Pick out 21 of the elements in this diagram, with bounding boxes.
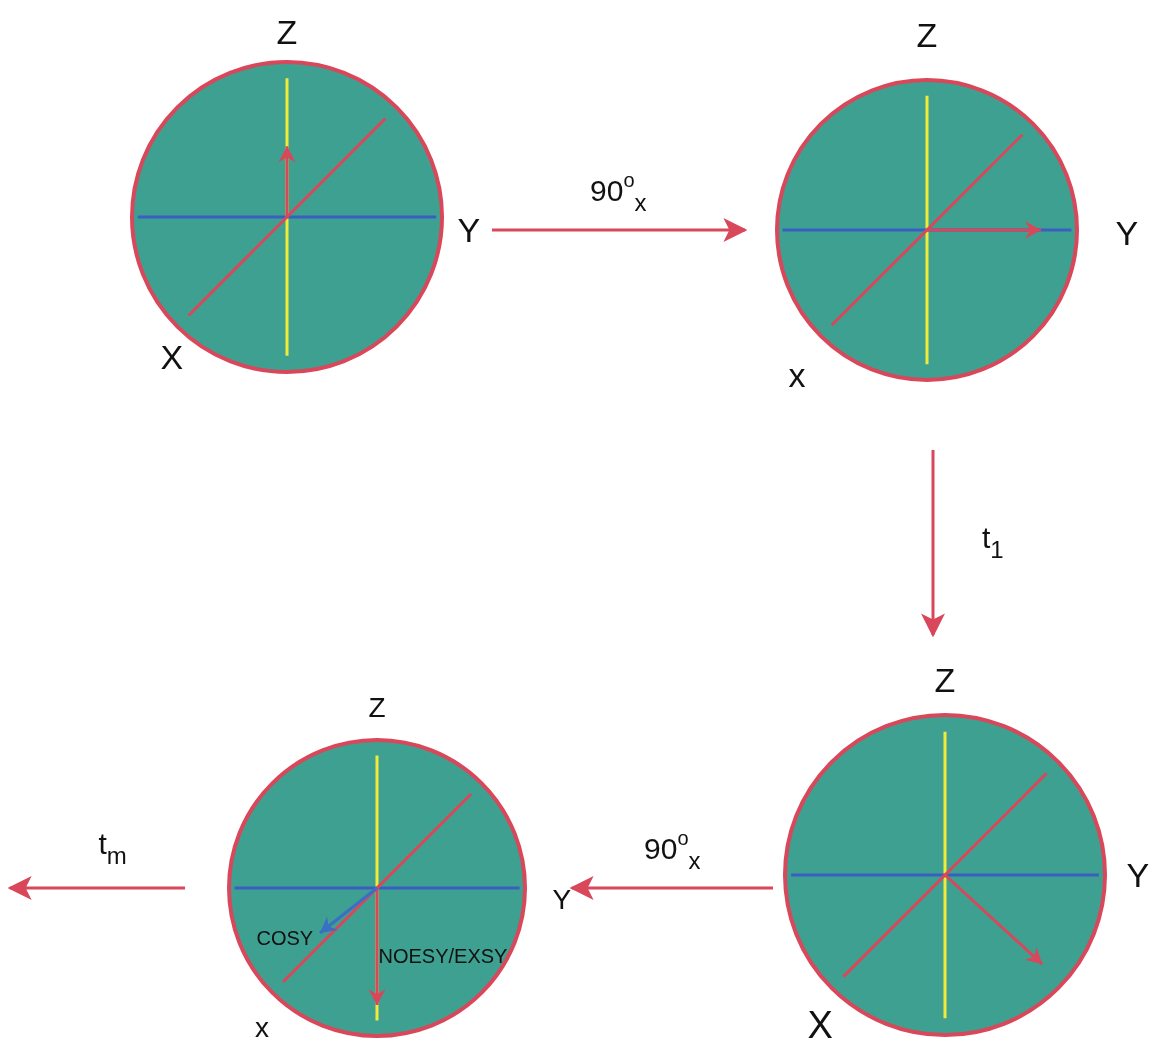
axis-label: Z [368,694,386,722]
axis-label: Z [916,18,938,52]
axis-label: Y [457,213,481,247]
axis-label: x [788,358,806,392]
arrow [7,876,185,900]
arrow [921,450,945,638]
axis-label: Y [1115,216,1139,250]
sphere-drawing [130,60,444,374]
arrow [569,876,773,900]
sphere-drawing [783,713,1107,1037]
axis-label: x [255,1014,269,1042]
arrow [492,218,748,242]
axis-label: Y [552,886,572,914]
axis-label: X [807,1006,833,1044]
axis-label: X [160,340,184,374]
axis-label: Z [276,15,298,49]
axis-label: Z [934,663,956,697]
vector-label: COSY [256,928,314,948]
axis-label: Y [1126,858,1150,892]
vector-label: NOESY/EXSY [378,946,508,966]
sphere-drawing [227,738,527,1038]
